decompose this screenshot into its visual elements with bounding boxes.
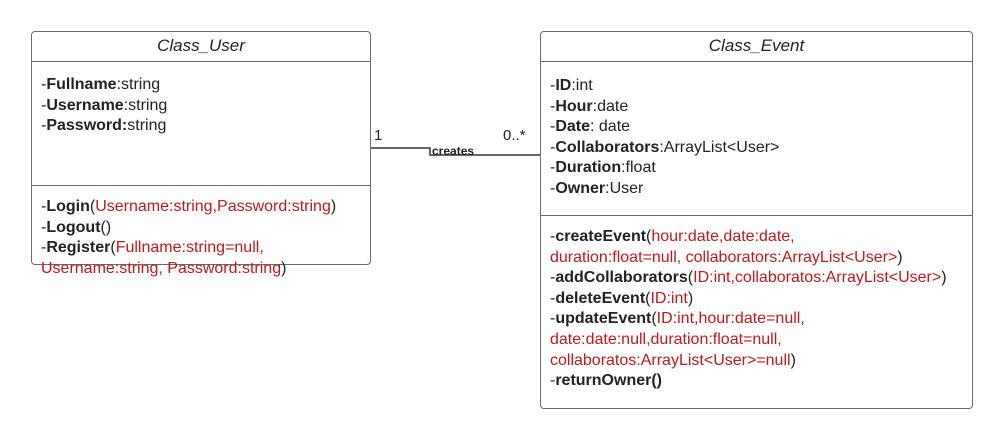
attribute-username: -Username:string (41, 96, 168, 114)
attribute-fullname: -Fullname:string (41, 76, 161, 93)
attribute-id: -ID:int (550, 77, 593, 94)
method-update-event-continued-1: date:date:null,duration:float=null, (550, 330, 782, 348)
method-return-owner: -returnOwner() (550, 372, 662, 390)
method-create-event: -createEvent(hour:date,date:date, (550, 228, 795, 245)
method-update-event-continued-2: collaboratos:ArrayList<User>=null) (550, 351, 796, 369)
class-event-box[interactable]: Class_Event -ID:int -Hour:date -Date: da… (540, 31, 973, 409)
attribute-password: -Password:string (41, 117, 167, 135)
method-update-event: -updateEvent(ID:int,hour:date=null, (550, 310, 805, 328)
class-user-title: Class_User (32, 32, 370, 62)
association-label: creates (432, 144, 475, 158)
multiplicity-source: 1 (374, 127, 383, 144)
class-event-methods: -createEvent(hour:date,date:date, durati… (541, 216, 972, 392)
multiplicity-target: 0..* (503, 127, 526, 144)
method-create-event-continued: duration:float=null, collaborators:Array… (550, 248, 903, 266)
method-register-continued: Username:string, Password:string) (41, 259, 287, 277)
association-connector (371, 147, 540, 156)
method-login: -Login(Username:string,Password:string) (41, 198, 337, 215)
attribute-date: -Date: date (550, 118, 631, 136)
attribute-duration: -Duration:float (550, 159, 656, 177)
class-user-methods: -Login(Username:string,Password:string) … (32, 186, 370, 279)
class-event-title: Class_Event (541, 32, 972, 62)
attribute-hour: -Hour:date (550, 97, 629, 115)
class-user-box[interactable]: Class_User -Fullname:string -Username:st… (31, 31, 371, 277)
method-register: -Register(Fullname:string=null, (41, 239, 264, 257)
method-add-collaborators: -addCollaborators(ID:int,collaboratos:Ar… (550, 269, 947, 287)
class-event-attributes: -ID:int -Hour:date -Date: date -Collabor… (541, 62, 972, 216)
method-logout: -Logout() (41, 218, 112, 236)
class-user-attributes: -Fullname:string -Username:string -Passw… (32, 62, 370, 186)
attribute-owner: -Owner:User (550, 179, 644, 197)
method-delete-event: -deleteEvent(ID:int) (550, 289, 694, 307)
attribute-collaborators: -Collaborators:ArrayList<User> (550, 138, 780, 156)
